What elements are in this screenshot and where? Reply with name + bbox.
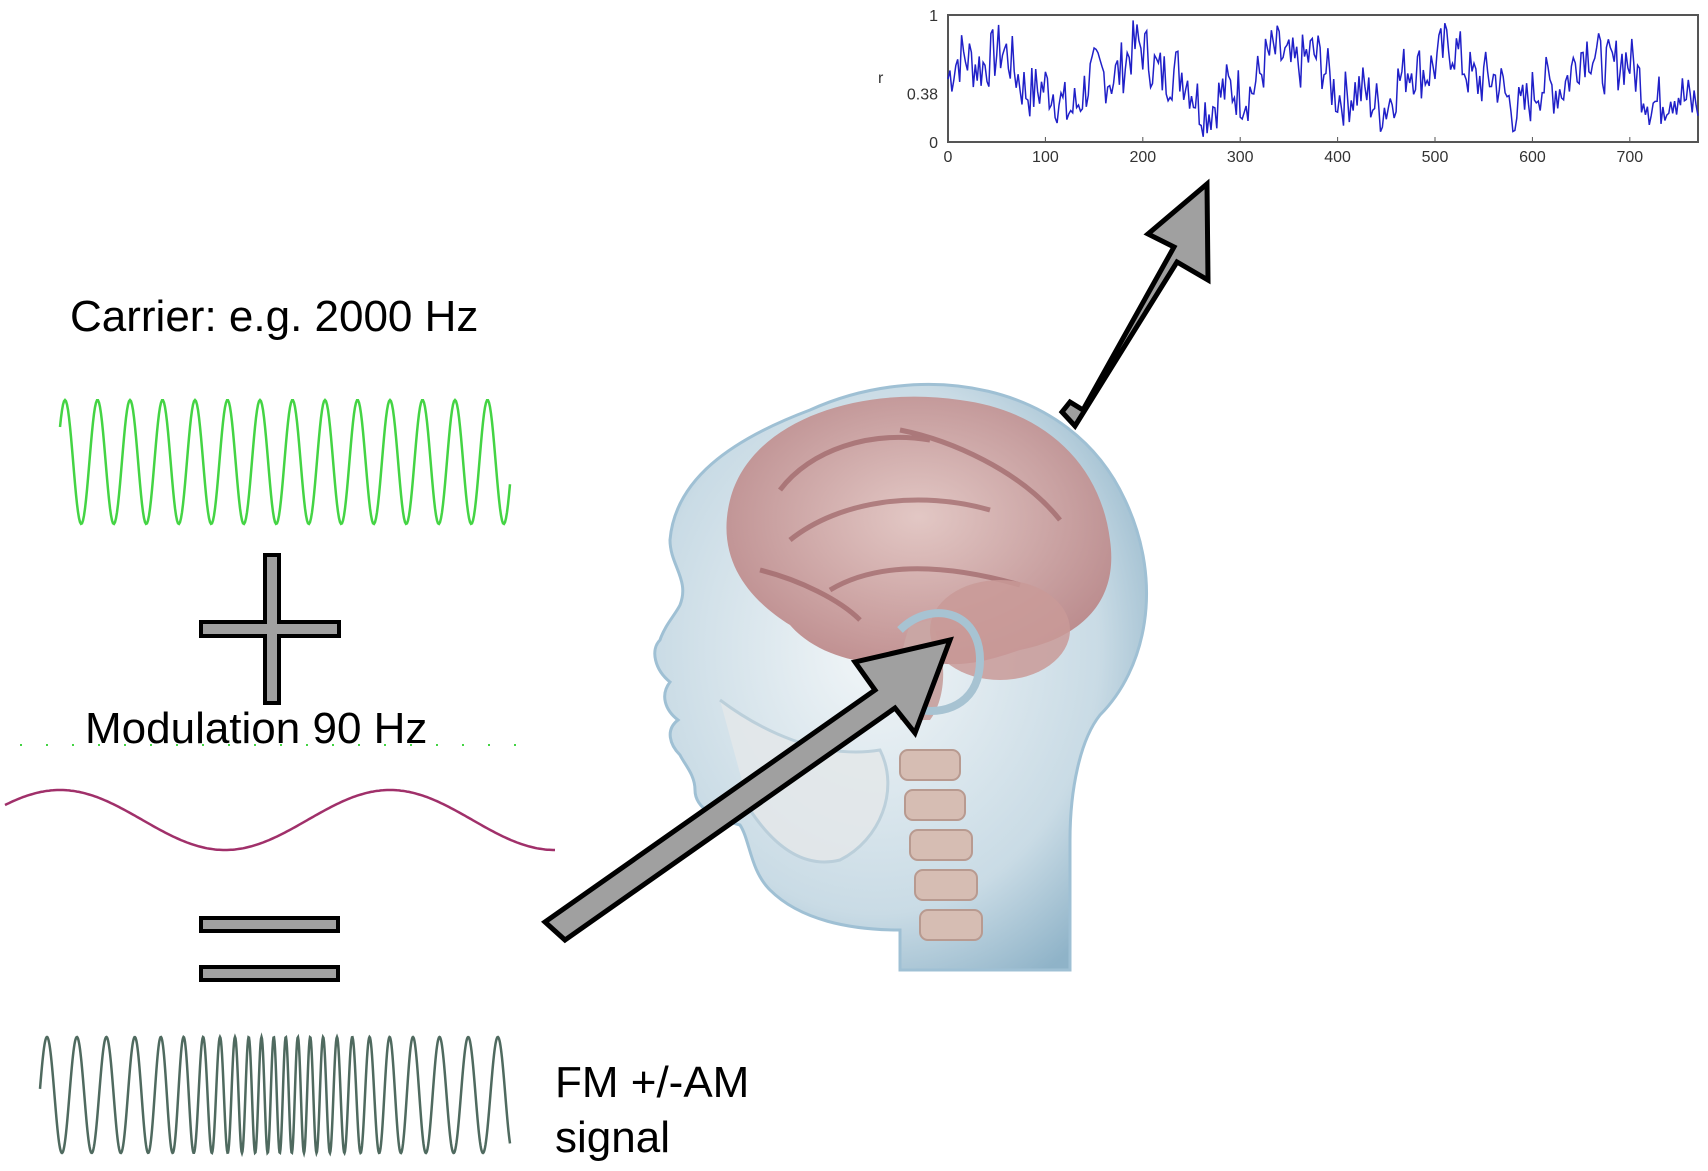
arrow-to-plot <box>1058 178 1211 431</box>
y-tick-label: 1 <box>929 8 938 25</box>
x-tick-label: 500 <box>1422 149 1449 166</box>
arrow-to-ear <box>540 636 954 944</box>
plus-sign <box>199 553 341 705</box>
modulation-wave <box>4 788 555 852</box>
output-label-line1: FM +/-AM <box>555 1058 750 1107</box>
x-tick-label: 0 <box>944 149 953 166</box>
y-tick-label: 0 <box>929 135 938 152</box>
y-tick-label: 0.38 <box>907 87 938 104</box>
x-tick-label: 200 <box>1129 149 1156 166</box>
modulation-label: Modulation 90 Hz <box>85 704 428 753</box>
carrier-label: Carrier: e.g. 2000 Hz <box>70 292 479 341</box>
x-tick-label: 600 <box>1519 149 1546 166</box>
fm-am-signal-wave <box>38 1032 512 1158</box>
plot-series-line <box>947 20 1699 137</box>
x-tick-label: 700 <box>1616 149 1643 166</box>
x-tick-label: 400 <box>1324 149 1351 166</box>
modulation-dotted-line <box>20 744 540 746</box>
x-tick-label: 300 <box>1227 149 1254 166</box>
output-label-line2: signal <box>555 1113 670 1162</box>
y-axis-label: r <box>878 70 884 87</box>
carrier-wave <box>58 398 512 526</box>
x-tick-label: 100 <box>1032 149 1059 166</box>
response-plot: 0 100 200 300 400 500 600 700 0 0.38 1 r <box>878 8 1699 166</box>
equals-sign <box>199 916 340 982</box>
